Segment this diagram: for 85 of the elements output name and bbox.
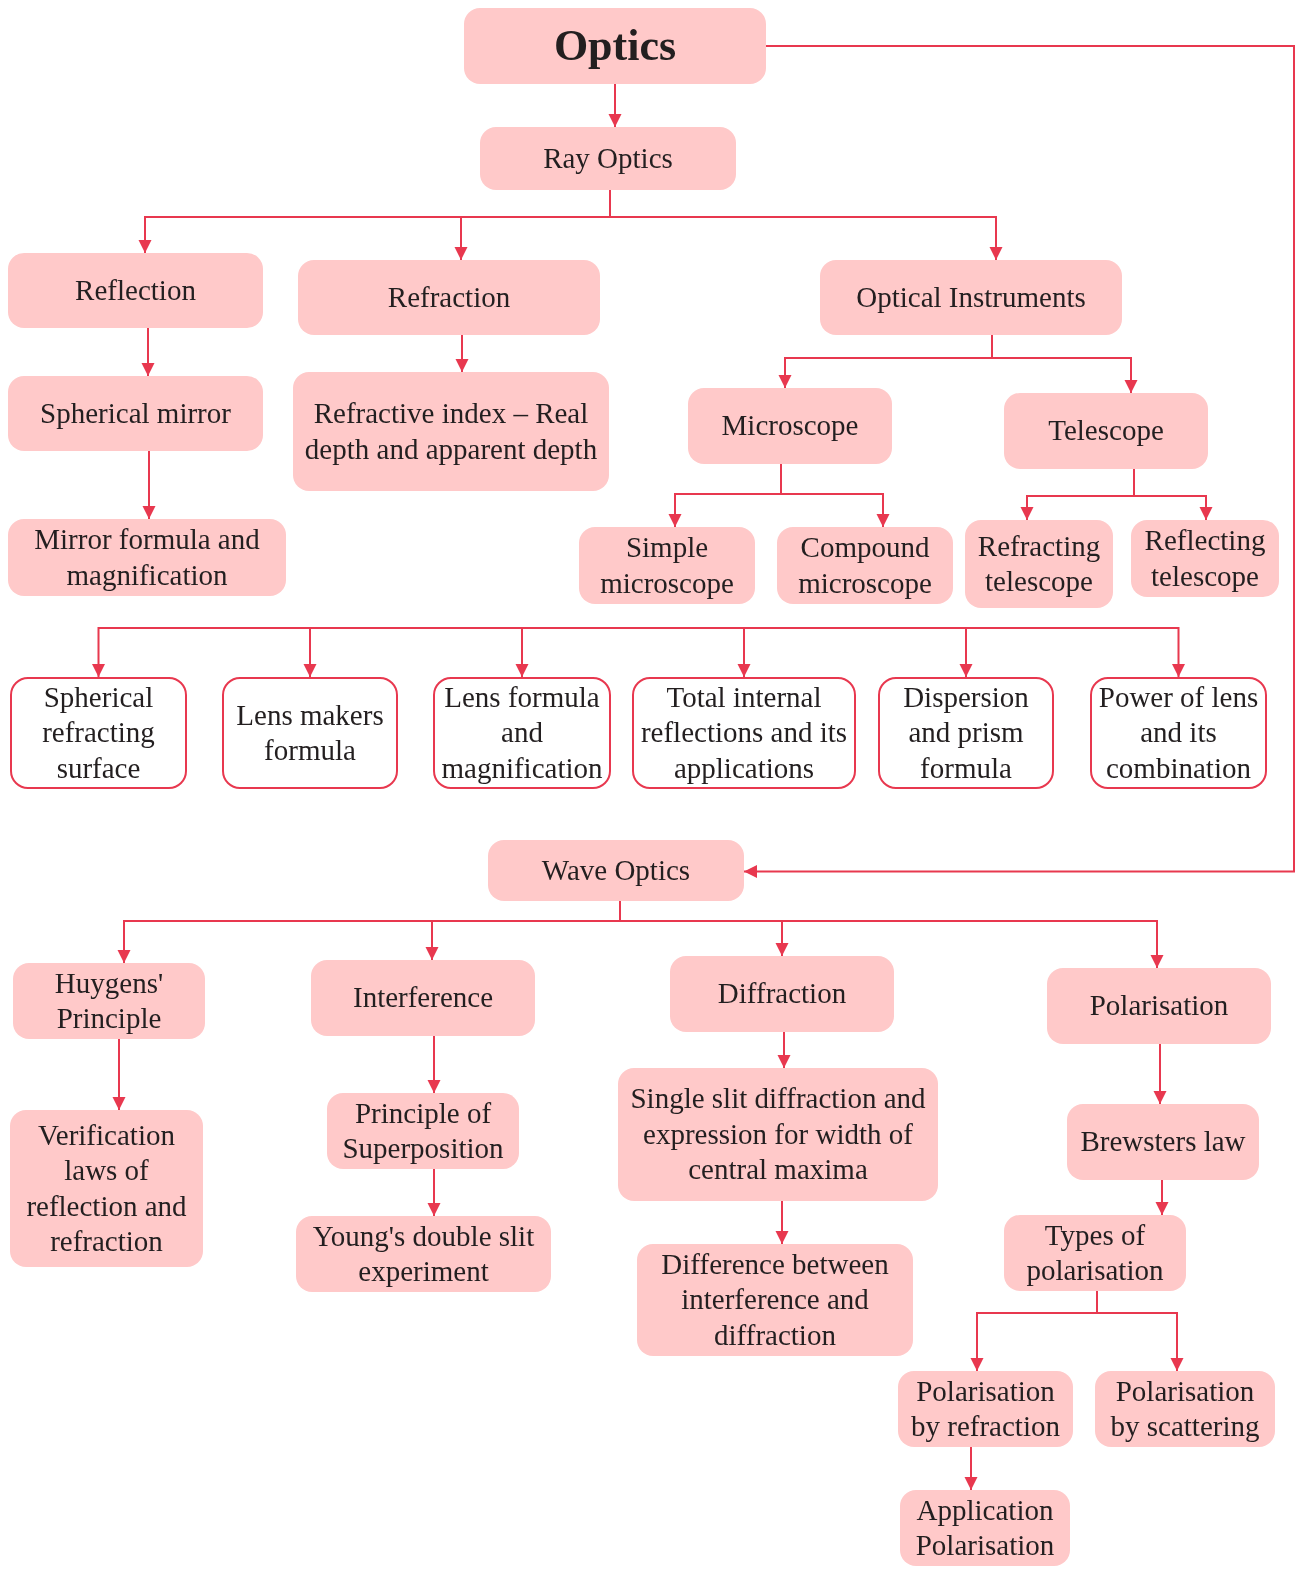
- box-label: Principle of Superposition: [341, 1095, 505, 1166]
- arrow: [1133, 468, 1213, 521]
- box-label: Verification laws of reflection and refraction: [25, 1117, 188, 1259]
- concept-box: [1004, 1215, 1186, 1291]
- topic-box: [222, 677, 398, 789]
- arrow: [1096, 1290, 1184, 1372]
- arrow: [141, 327, 155, 377]
- topic-box: [10, 677, 187, 789]
- box-label: Interference: [352, 980, 493, 1016]
- arrow: [777, 1031, 791, 1069]
- arrow: [427, 1035, 441, 1094]
- arrow: [515, 627, 647, 678]
- box-label: Application Polarisation: [914, 1492, 1056, 1563]
- box-label: Spherical refracting surface: [41, 679, 156, 786]
- box-label: Polarisation: [1089, 988, 1229, 1024]
- box-label: Reflecting telescope: [1143, 523, 1267, 594]
- arrow: [1153, 1043, 1167, 1105]
- topic-box: [878, 677, 1054, 789]
- concept-box: [1047, 968, 1271, 1044]
- box-label: Telescope: [1048, 413, 1164, 449]
- concept-box: [311, 960, 535, 1036]
- box-label: Ray Optics: [543, 140, 673, 176]
- arrow: [964, 1446, 978, 1491]
- concept-box: [900, 1490, 1070, 1566]
- concept-box: [579, 527, 755, 604]
- box-label: Young's double slit experiment: [311, 1218, 536, 1289]
- concept-box: [327, 1093, 519, 1169]
- concept-box: [1004, 393, 1208, 469]
- concept-box: [298, 260, 600, 335]
- arrow: [780, 463, 890, 528]
- concept-box: [1095, 1371, 1275, 1447]
- box-label: Simple microscope: [599, 530, 735, 601]
- concept-box: [1067, 1104, 1259, 1180]
- concept-box: [688, 388, 892, 464]
- arrow: [112, 1038, 126, 1111]
- box-label: Optical Instruments: [856, 279, 1086, 315]
- concept-box: [480, 127, 736, 190]
- box-label: Total internal reflections and its applications: [640, 679, 848, 786]
- concept-box: [464, 8, 766, 84]
- arrow: [775, 1200, 789, 1245]
- box-label: Dispersion and prism formula: [902, 679, 1030, 786]
- box-label: Microscope: [721, 408, 859, 444]
- box-label: Brewsters law: [1080, 1124, 1246, 1160]
- box-label: Types of polarisation: [1025, 1217, 1165, 1288]
- concept-box: [670, 956, 894, 1032]
- box-label: Power of lens and its combination: [1098, 679, 1259, 786]
- box-label: Diffraction: [717, 976, 847, 1012]
- arrow: [743, 45, 1295, 878]
- concept-box: [293, 372, 609, 491]
- arrow: [1155, 1179, 1169, 1216]
- concept-box: [618, 1068, 938, 1201]
- arrow: [455, 334, 469, 373]
- box-label: Lens makers formula: [235, 697, 385, 768]
- box-label: Reflection: [75, 272, 196, 308]
- box-label: Lens formula and magnification: [441, 679, 603, 786]
- concept-box: [296, 1216, 551, 1292]
- arrow: [142, 450, 156, 520]
- box-label: Polarisation by refraction: [910, 1373, 1061, 1444]
- box-label: Refractive index – Real depth and apparent depth: [303, 396, 599, 467]
- box-label: Compound microscope: [797, 530, 933, 601]
- concept-box: [898, 1371, 1073, 1447]
- concept-box: [8, 253, 263, 328]
- arrow: [427, 1168, 441, 1217]
- box-label: Huygens' Principle: [53, 965, 165, 1036]
- concept-box: [820, 260, 1122, 335]
- concept-box: [8, 376, 263, 451]
- concept-box: [488, 840, 744, 901]
- box-label: Difference between interference and diffraction: [660, 1246, 890, 1353]
- concept-box: [965, 520, 1113, 608]
- box-label: Single slit diffraction and expression for width of central maxima: [629, 1081, 927, 1188]
- box-label: Refracting telescope: [976, 528, 1102, 599]
- arrow: [608, 83, 622, 128]
- box-label: Polarisation by scattering: [1109, 1373, 1261, 1444]
- concept-box: [10, 1110, 203, 1267]
- box-label: Spherical mirror: [40, 395, 231, 431]
- concept-box: [637, 1244, 913, 1356]
- box-label: Wave Optics: [541, 852, 691, 888]
- title: Optics: [553, 20, 677, 73]
- concept-box: [777, 527, 953, 604]
- box-label: Refraction: [387, 279, 511, 315]
- concept-box: [8, 519, 286, 596]
- concept-box: [1131, 520, 1279, 597]
- concept-box: [13, 963, 205, 1039]
- box-label: Mirror formula and magnification: [33, 522, 261, 593]
- arrow: [645, 627, 1185, 678]
